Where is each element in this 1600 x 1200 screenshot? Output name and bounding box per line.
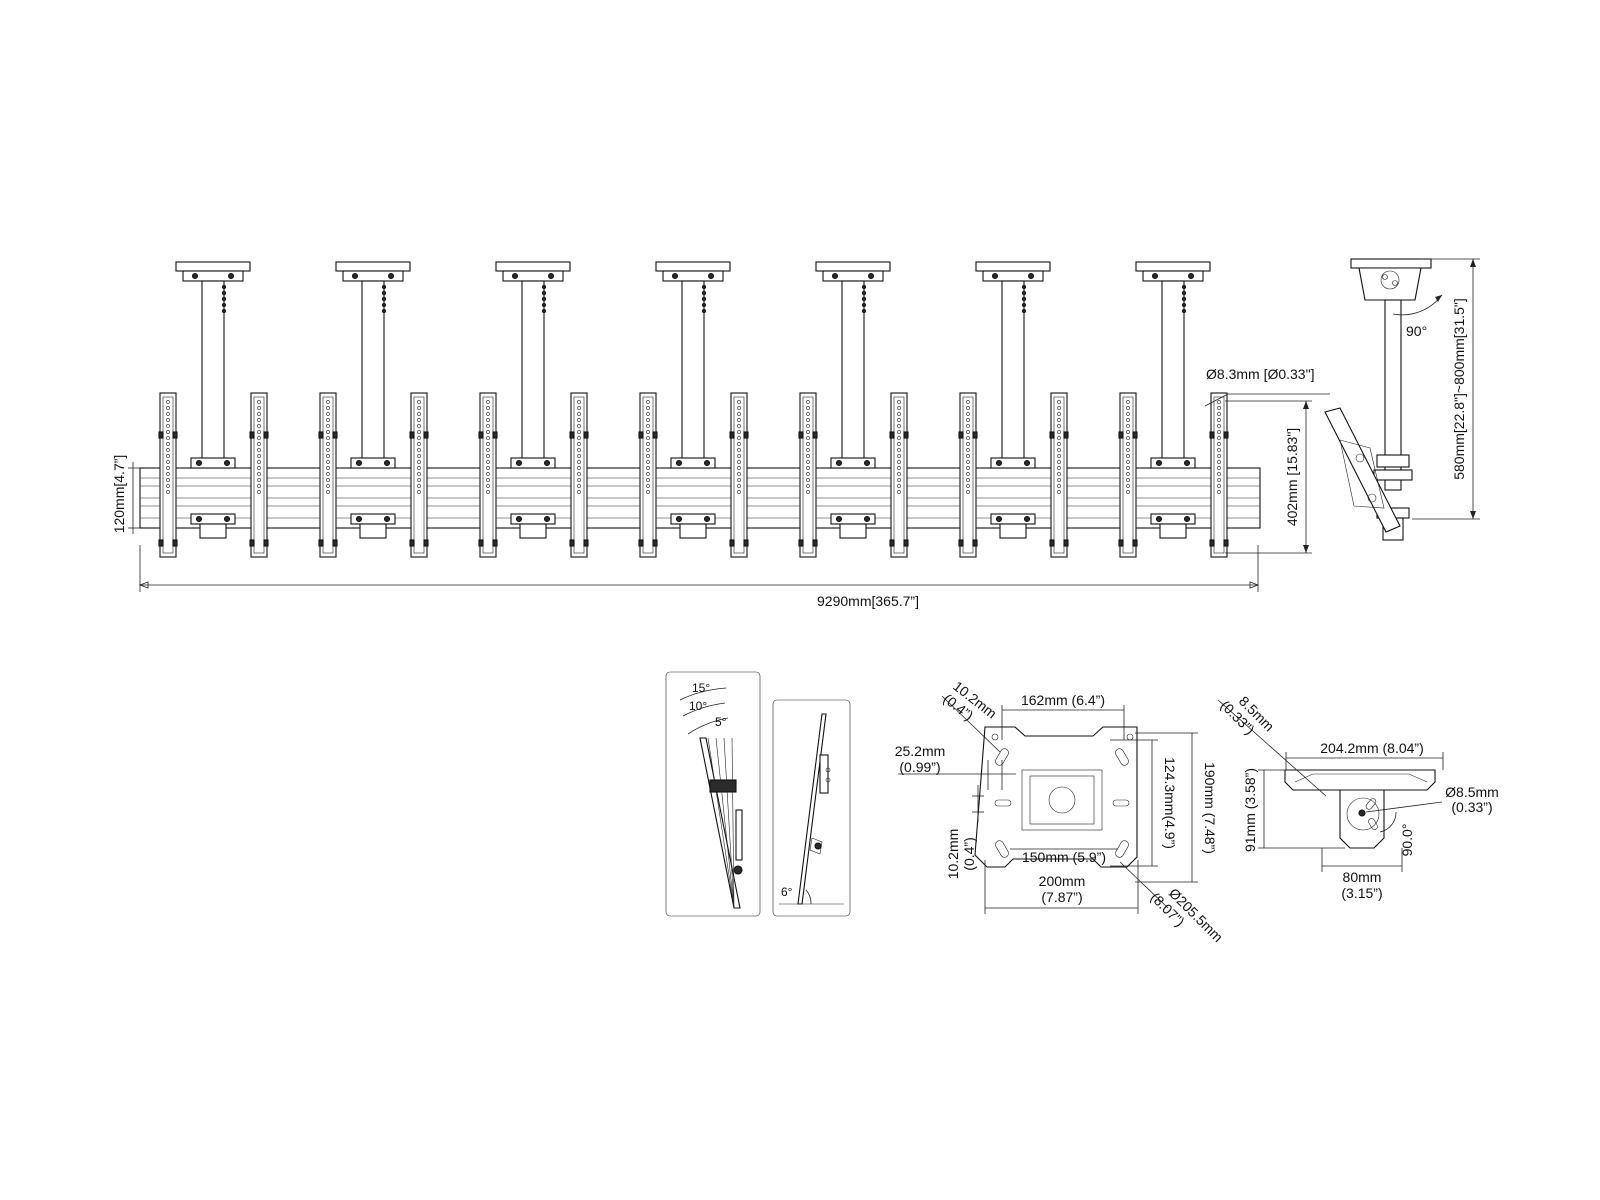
screen-bracket <box>958 392 978 558</box>
tilt-view-2: 6° <box>772 699 851 917</box>
min-tilt-angle: 6° <box>781 885 793 899</box>
inner-height-label: 124.3mm(4.9”) <box>1162 757 1178 849</box>
screen-bracket <box>889 392 909 558</box>
mounting-plate <box>974 726 1138 868</box>
ceiling-height-label: 91mm (3.58”) <box>1242 768 1258 852</box>
small-hole-label: 8.5mm(0.33”) <box>1217 686 1277 746</box>
ceiling-pole <box>175 261 251 539</box>
panel-height-label: 402mm [15.83"] <box>1284 428 1300 526</box>
ceiling-poles <box>175 261 1211 539</box>
screen-brackets <box>158 392 1229 558</box>
ceiling-plate-view: 8.5mm(0.33”) 204.2mm (8.04”) 91mm (3.58”… <box>1217 686 1499 901</box>
hole-spacing-label: 150mm (5.9”) <box>1022 849 1106 865</box>
plate-width-label: 200mm(7.87”) <box>1039 873 1086 905</box>
rail-height-label: 120mm[4.7”] <box>111 455 127 534</box>
tilt-angle-5: 5° <box>715 715 727 729</box>
overall-width-label: 9290mm[365.7”] <box>817 593 919 609</box>
ceiling-pole <box>335 261 411 539</box>
screen-bracket <box>1209 392 1229 558</box>
screen-bracket <box>318 392 338 558</box>
drop-length-label: 580mm[22.8"]~800mm[31.5"] <box>1451 298 1467 480</box>
tilt-angle-10: 10° <box>689 699 707 713</box>
screen-bracket <box>478 392 498 558</box>
diagonal-label: Ø205.5mm(8.07”) <box>1147 878 1226 957</box>
rotation-label: 90.0° <box>1399 824 1415 857</box>
screen-bracket <box>1049 392 1069 558</box>
ceiling-width-label: 204.2mm (8.04”) <box>1320 740 1423 756</box>
tilt-view-1: 15° 10° 5° <box>665 671 761 917</box>
tilt-angle-15: 15° <box>692 681 710 695</box>
ceiling-pole <box>1135 261 1211 539</box>
bottom-width-label: 80mm(3.15”) <box>1341 869 1382 901</box>
ceiling-pole <box>655 261 731 539</box>
hole-diameter-label: Ø8.3mm [Ø0.33"] <box>1206 366 1314 382</box>
ceiling-pole <box>975 261 1051 539</box>
edge-offset-label: 25.2mm(0.99”) <box>895 743 946 775</box>
screen-bracket <box>638 392 658 558</box>
screen-bracket <box>569 392 589 558</box>
center-hole-label: Ø8.5mm(0.33”) <box>1445 784 1499 815</box>
screen-bracket <box>249 392 269 558</box>
side-view: 90° 580mm[22.8"]~800mm[31.5"] <box>1324 258 1480 541</box>
side-slot-label: 10.2mm(0.4”) <box>945 829 977 880</box>
mounting-plate-view: 162mm (6.4”) 10.2mm(0.4”) 25.2mm(0.99”) … <box>895 678 1226 957</box>
screen-bracket <box>798 392 818 558</box>
screen-bracket <box>409 392 429 558</box>
slot-width-label: 10.2mm(0.4”) <box>940 678 1000 734</box>
side-angle-label: 90° <box>1406 323 1427 339</box>
top-spacing-label: 162mm (6.4”) <box>1021 692 1105 708</box>
screen-bracket <box>158 392 178 558</box>
ceiling-pole <box>495 261 571 539</box>
ceiling-pole <box>815 261 891 539</box>
screen-bracket <box>1118 392 1138 558</box>
outer-height-label: 190mm (7.48”) <box>1202 762 1218 854</box>
screen-bracket <box>729 392 749 558</box>
main-front-view: 9290mm[365.7”] 120mm[4.7”] 402mm [15.83"… <box>111 261 1330 609</box>
